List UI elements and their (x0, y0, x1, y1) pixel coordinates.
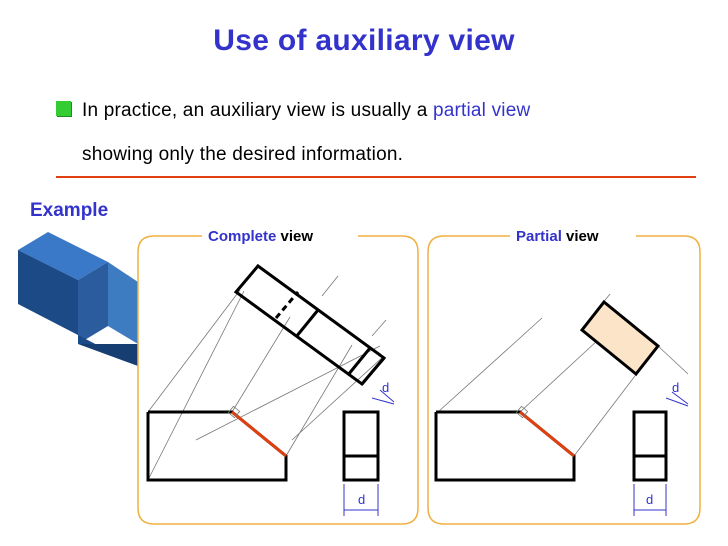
divider-rule (56, 176, 696, 178)
bullet-text-prefix: In practice, an auxiliary view is usuall… (82, 100, 433, 121)
partial-dimension-label-side: d (646, 492, 653, 507)
partial-view-panel: d d (427, 235, 701, 525)
complete-view-panel: d d (137, 235, 419, 525)
complete-dimension-label-aux: d (382, 380, 389, 395)
complete-front-view (146, 405, 288, 482)
complete-panel-border (137, 235, 419, 525)
partial-dimension-label-aux: d (672, 380, 679, 395)
partial-projection-lines (437, 293, 689, 457)
partial-inclined-edge (519, 410, 575, 458)
complete-inclined-edge (231, 410, 287, 458)
complete-view-label-em: Complete (208, 228, 277, 245)
block-top-face (18, 232, 108, 280)
partial-front-view (434, 405, 576, 482)
bullet-square-icon (56, 101, 71, 116)
complete-auxiliary-view (233, 263, 387, 387)
block-inclined-face (108, 262, 138, 344)
right-angle-mark (515, 405, 529, 419)
right-angle-mark (227, 405, 241, 419)
complete-dimension-label-side: d (358, 492, 365, 507)
partial-view-label-em: Partial (516, 228, 562, 245)
partial-view-highlight: partial view (432, 100, 531, 121)
complete-dimension-d-side (343, 484, 379, 516)
complete-view-label-rest: view (276, 228, 314, 245)
complete-side-view (342, 410, 380, 482)
example-label: Example (30, 200, 109, 221)
page-title: Use of auxiliary view (213, 24, 515, 57)
partial-panel-border (427, 235, 701, 525)
partial-side-view (632, 410, 668, 482)
partial-auxiliary-view (579, 299, 661, 377)
bullet-text-line1: In practice, an auxiliary view is usuall… (82, 100, 530, 122)
partial-view-label: Partial view (516, 228, 599, 245)
partial-dimension-d-side (633, 484, 667, 516)
isometric-block-illustration (18, 232, 138, 366)
block-front-face (18, 250, 138, 366)
block-bottom-shadow (78, 344, 138, 366)
complete-view-label: Complete view (208, 228, 313, 245)
partial-dimension-d-aux (665, 391, 689, 407)
block-right-face (78, 262, 108, 344)
bullet-text-line2: showing only the desired information. (82, 144, 404, 165)
complete-dimension-d-aux (371, 389, 395, 405)
partial-view-label-rest: view (561, 228, 599, 245)
